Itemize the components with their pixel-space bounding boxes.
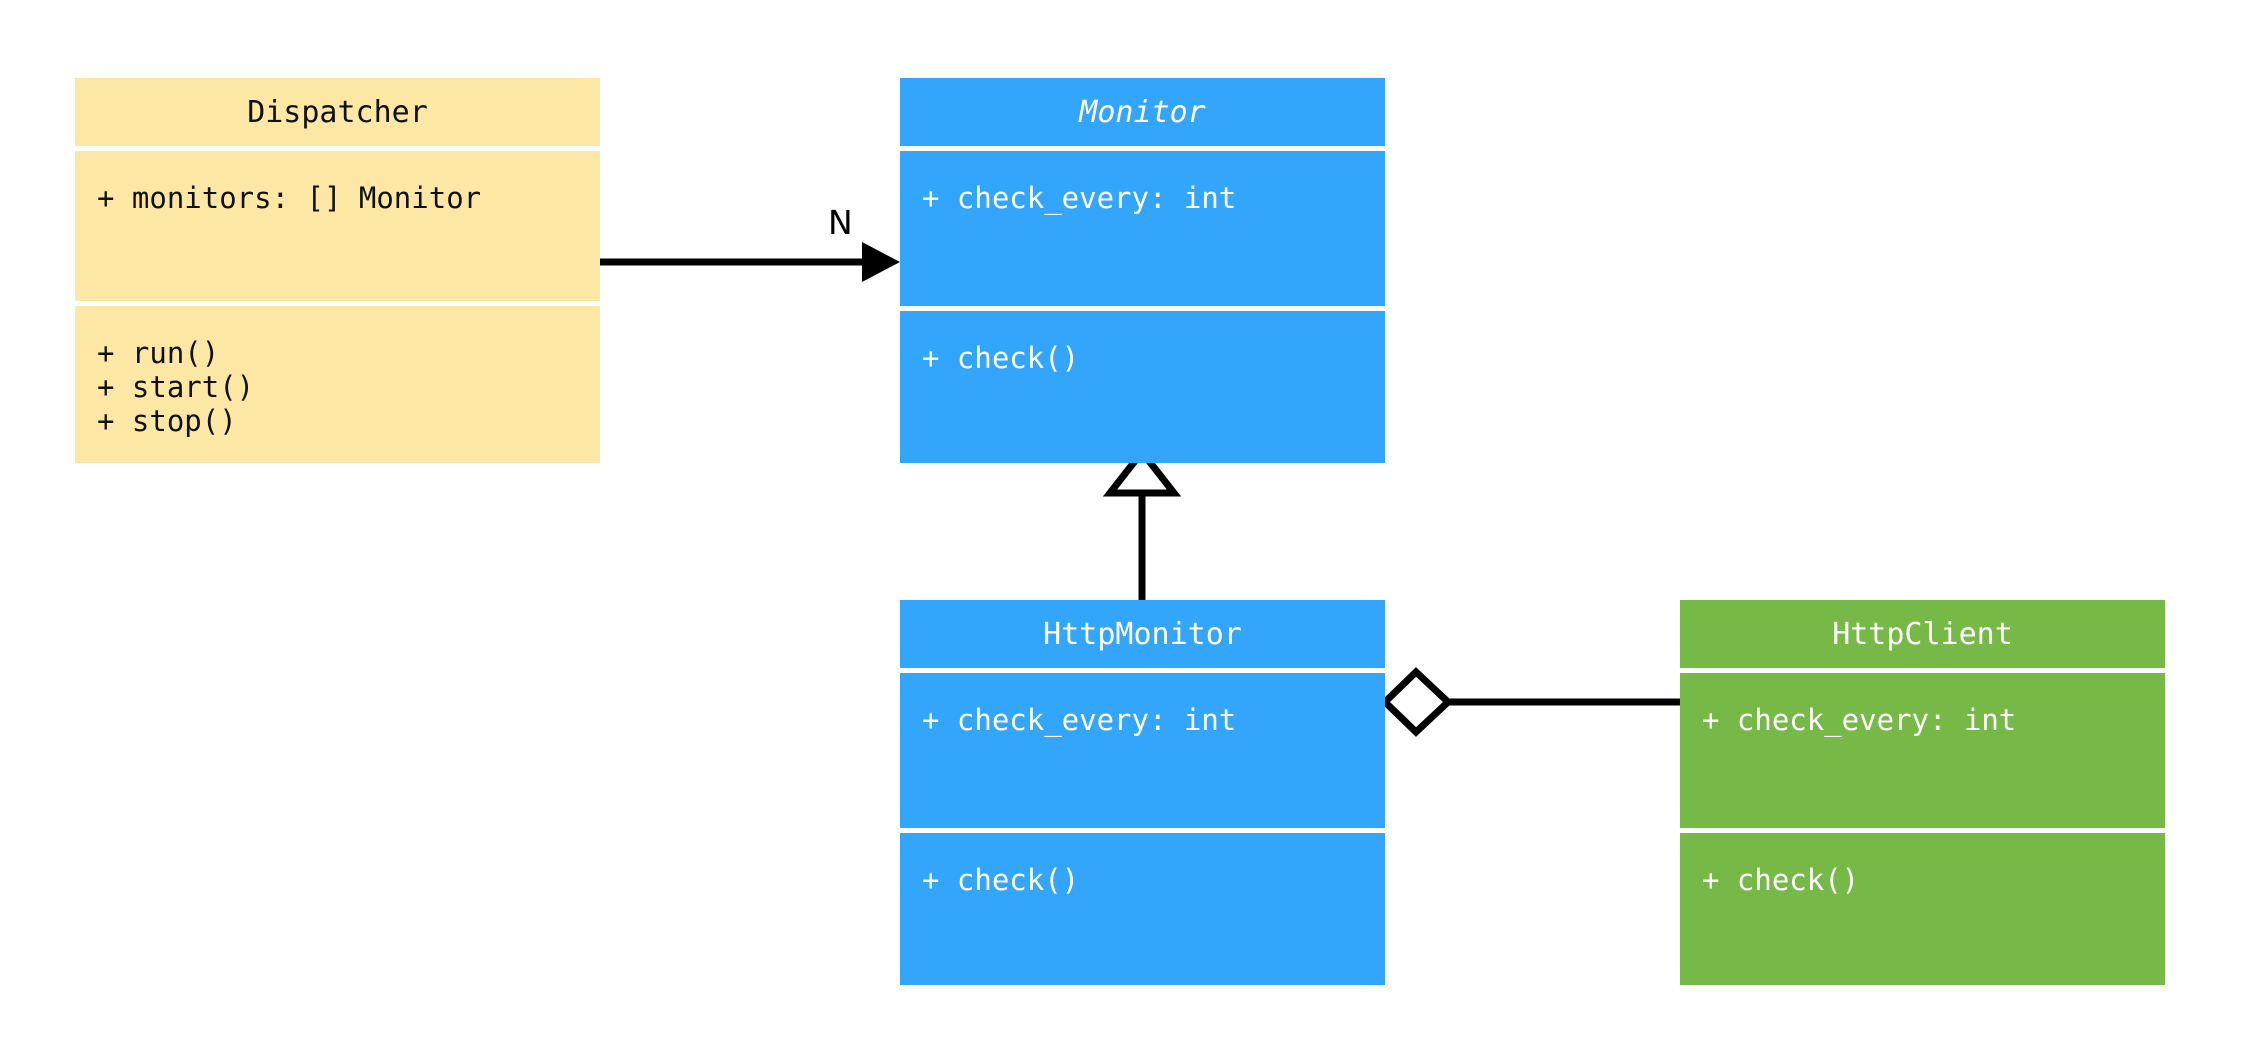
dispatcher-method-list: + run() + start() + stop() — [75, 306, 600, 460]
dispatcher-attribute-list: + monitors: [] Monitor — [75, 151, 600, 237]
monitor-class-name: Monitor — [1079, 95, 1206, 130]
dispatcher-class-name: Dispatcher — [247, 95, 428, 130]
monitor-attribute: + check_every: int — [922, 181, 1237, 215]
dispatcher-title-compartment: Dispatcher — [75, 78, 600, 146]
httpmonitor-method-list: + check() — [900, 833, 1385, 919]
monitor-methods-compartment: + check() — [900, 311, 1385, 463]
httpmonitor-class-name: HttpMonitor — [1043, 617, 1242, 652]
httpmonitor-methods-compartment: + check() — [900, 833, 1385, 985]
httpclient-title-compartment: HttpClient — [1680, 600, 2165, 668]
aggregation-diamond — [1379, 667, 1454, 737]
httpmonitor-title-compartment: HttpMonitor — [900, 600, 1385, 668]
dispatcher-attribute: + monitors: [] Monitor — [97, 181, 482, 215]
class-box-monitor[interactable]: Monitor + check_every: int + check() — [900, 78, 1385, 463]
dispatcher-methods-compartment: + run() + start() + stop() — [75, 306, 600, 463]
httpclient-methods-compartment: + check() — [1680, 833, 2165, 985]
monitor-attributes-compartment: + check_every: int — [900, 151, 1385, 306]
monitor-title-compartment: Monitor — [900, 78, 1385, 146]
httpclient-attribute: + check_every: int — [1702, 703, 2017, 737]
httpmonitor-method: + check() — [922, 863, 1080, 897]
class-box-dispatcher[interactable]: Dispatcher + monitors: [] Monitor + run(… — [75, 78, 600, 463]
association-arrowhead — [862, 242, 900, 282]
dispatcher-method: + stop() — [97, 404, 237, 438]
httpclient-method: + check() — [1702, 863, 1860, 897]
httpclient-class-name: HttpClient — [1832, 617, 2013, 652]
httpclient-method-list: + check() — [1680, 833, 2165, 919]
dispatcher-attributes-compartment: + monitors: [] Monitor — [75, 151, 600, 301]
dispatcher-method: + start() — [97, 370, 255, 404]
association-multiplicity-label: N — [828, 203, 853, 242]
dispatcher-method: + run() — [97, 336, 220, 370]
aggregation-httpmonitor-httpclient — [1379, 667, 1680, 737]
association-dispatcher-monitor — [600, 242, 900, 282]
monitor-method-list: + check() — [900, 311, 1385, 397]
class-box-httpmonitor[interactable]: HttpMonitor + check_every: int + check() — [900, 600, 1385, 985]
monitor-attribute-list: + check_every: int — [900, 151, 1385, 237]
monitor-method: + check() — [922, 341, 1080, 375]
httpclient-attributes-compartment: + check_every: int — [1680, 673, 2165, 828]
generalization-httpmonitor-monitor — [1102, 446, 1182, 600]
httpmonitor-attribute: + check_every: int — [922, 703, 1237, 737]
httpmonitor-attributes-compartment: + check_every: int — [900, 673, 1385, 828]
class-box-httpclient[interactable]: HttpClient + check_every: int + check() — [1680, 600, 2165, 985]
httpclient-attribute-list: + check_every: int — [1680, 673, 2165, 759]
httpmonitor-attribute-list: + check_every: int — [900, 673, 1385, 759]
